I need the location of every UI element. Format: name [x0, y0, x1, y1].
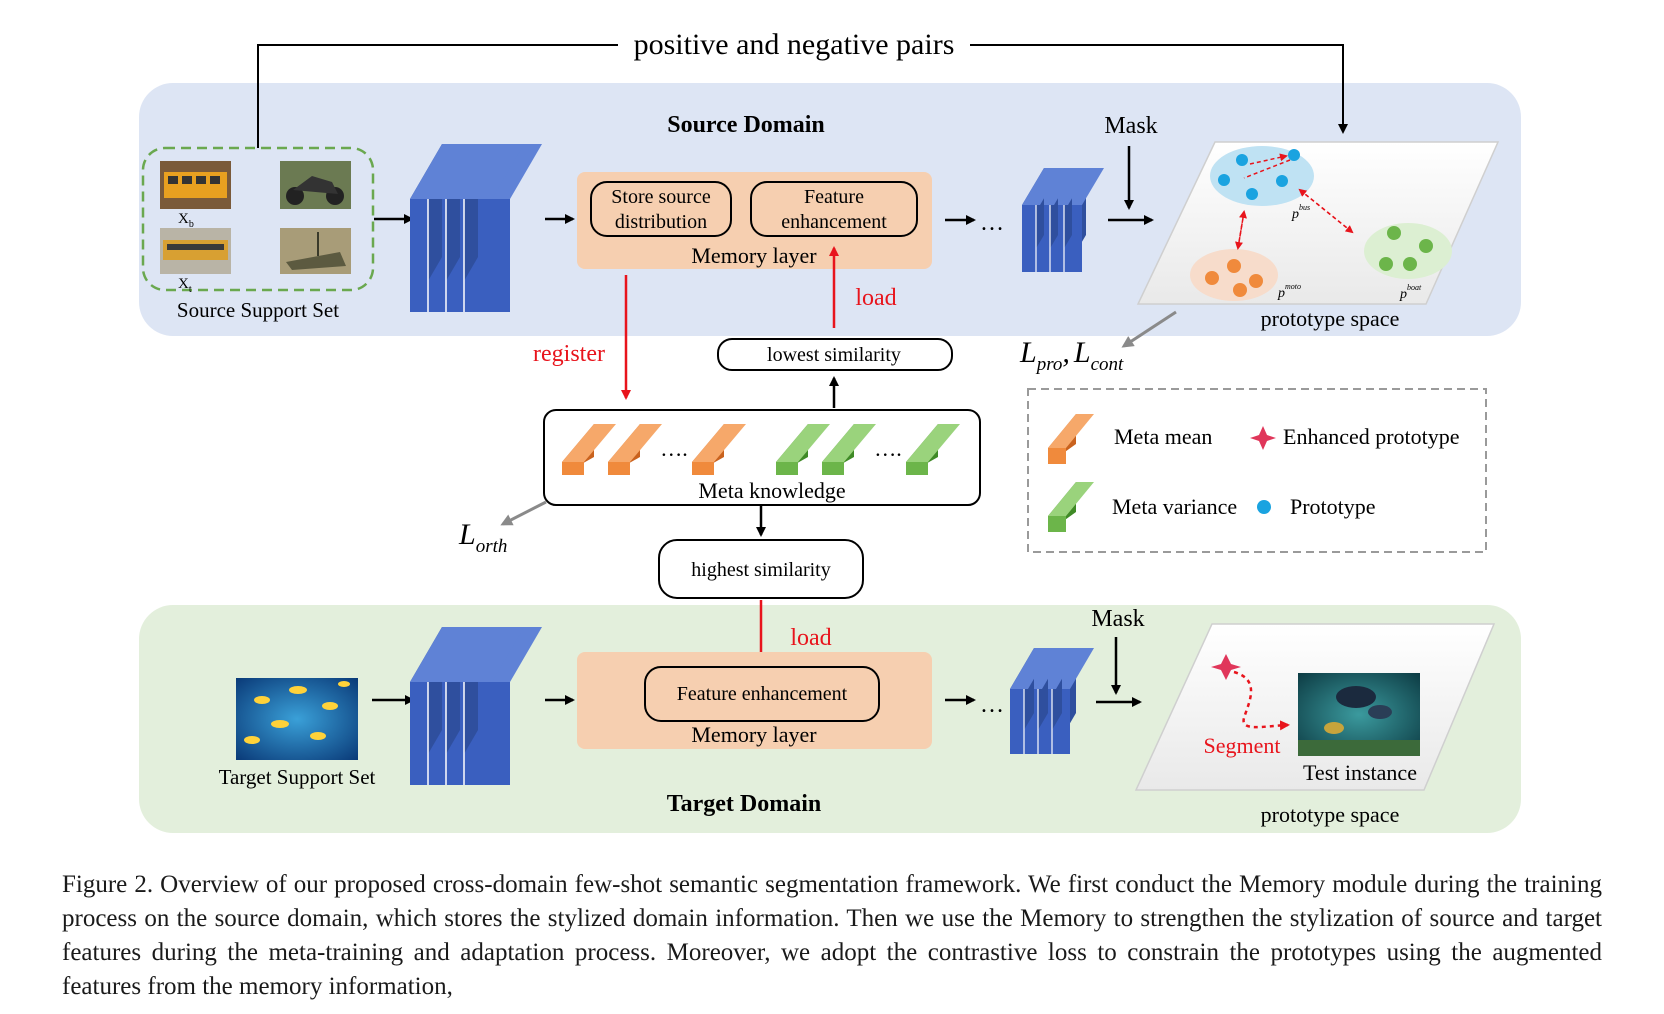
- target-prototype-space-label: prototype space: [1261, 802, 1400, 827]
- store-source-distribution-box: [590, 181, 732, 237]
- source-ellipsis: …: [980, 210, 1004, 236]
- legend-enhanced-prototype-icon: [1250, 426, 1276, 450]
- meta-variance-dots: ….: [874, 436, 902, 461]
- store-source-line2: distribution: [615, 211, 707, 233]
- loss-pro-cont-label: Lpro,Lcont: [1019, 336, 1124, 375]
- legend-meta-variance-swatch: [1048, 482, 1094, 532]
- positive-negative-pairs-label: positive and negative pairs: [634, 28, 955, 61]
- img-label-b: Xb: [178, 211, 194, 230]
- target-encoder-block: [410, 627, 542, 785]
- target-enhanced-prototype-icon: [1211, 654, 1241, 680]
- img-label-t: Xt: [178, 276, 192, 295]
- target-ellipsis: …: [980, 692, 1004, 718]
- source-support-set-label: Source Support Set: [177, 298, 339, 322]
- meta-mean-bars: [562, 424, 746, 475]
- loss-pro-cont-arrow: [1121, 310, 1177, 348]
- source-memory-label: Memory layer: [691, 243, 817, 268]
- lowest-similarity-box: [717, 338, 953, 371]
- meta-knowledge-label: Meta knowledge: [698, 478, 845, 503]
- segment-label: Segment: [1204, 733, 1281, 758]
- framework-diagram: positive and negative pairs Xb Xt Source…: [139, 28, 1521, 833]
- positive-negative-pairs-connector: [257, 44, 1348, 148]
- highest-similarity-box: [658, 539, 864, 599]
- target-mask-label: Mask: [1091, 606, 1144, 632]
- legend-meta-mean-swatch: [1048, 414, 1094, 464]
- loss-orth-arrow: [500, 500, 547, 526]
- source-load-label: load: [855, 285, 896, 311]
- target-support-set-label: Target Support Set: [219, 765, 376, 789]
- test-instance-label: Test instance: [1303, 760, 1417, 785]
- source-encoder-block: [410, 144, 542, 312]
- target-feature-enhancement-box: [644, 666, 880, 722]
- legend-meta-mean: Meta mean: [1114, 424, 1212, 449]
- target-load-label: load: [790, 625, 831, 651]
- highest-similarity-label: highest similarity: [691, 559, 830, 581]
- source-domain-title: Source Domain: [667, 112, 825, 138]
- motorbike-image: [280, 161, 351, 209]
- source-prototype-space-label: prototype space: [1261, 306, 1400, 331]
- source-mask-label: Mask: [1104, 113, 1157, 139]
- legend-enhanced-prototype: Enhanced prototype: [1283, 424, 1460, 449]
- legend-prototype-icon: [1257, 500, 1271, 514]
- boat-prototypes: [1379, 226, 1433, 271]
- feature-enhancement-line2: enhancement: [781, 211, 887, 233]
- bus-prototypes: [1218, 149, 1300, 200]
- target-decoder-block: [1010, 648, 1094, 754]
- legend-meta-variance: Meta variance: [1112, 494, 1237, 519]
- test-instance-image: [1298, 673, 1420, 756]
- enhanced-prototype-links: [1235, 153, 1354, 250]
- source-decoder-block: [1022, 168, 1104, 272]
- figure-caption: Figure 2. Overview of our proposed cross…: [62, 871, 1602, 1000]
- register-label: register: [533, 341, 605, 367]
- p-moto-label: pmoto: [1277, 282, 1301, 301]
- target-feature-enhancement-label: Feature enhancement: [677, 683, 848, 705]
- segment-path: [1233, 670, 1290, 731]
- source-memory-layer: [577, 172, 932, 269]
- feature-enhancement-line1: Feature: [804, 186, 864, 208]
- target-memory-layer: [577, 652, 932, 749]
- loss-orth-label: Lorth: [458, 518, 507, 557]
- meta-variance-bars: [776, 424, 960, 475]
- p-bus-label: pbus: [1291, 203, 1310, 222]
- store-source-line1: Store source: [611, 186, 711, 208]
- moto-prototypes: [1205, 259, 1263, 297]
- boat-image: [280, 228, 351, 274]
- train-image: [160, 161, 231, 209]
- lowest-similarity-label: lowest similarity: [767, 344, 901, 366]
- meta-mean-dots: ….: [660, 436, 688, 461]
- feature-enhancement-box-source: [750, 181, 918, 237]
- legend-prototype: Prototype: [1290, 494, 1376, 519]
- target-domain-title: Target Domain: [667, 791, 821, 817]
- target-support-image: [236, 678, 358, 760]
- target-memory-label: Memory layer: [691, 722, 817, 747]
- bus-image: [160, 228, 231, 274]
- legend-box: [1027, 388, 1487, 553]
- p-boat-label: pboat: [1399, 283, 1422, 302]
